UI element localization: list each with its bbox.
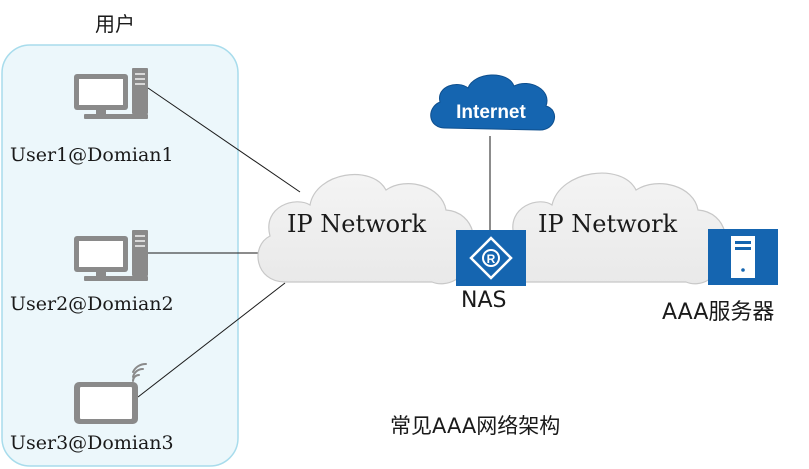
wireless-signal-icon <box>132 362 147 382</box>
aaa-server-label: AAA服务器 <box>662 300 775 325</box>
connection-lines <box>137 87 491 398</box>
user1-account-label: User1@Domian1 <box>10 144 174 166</box>
right-network-label: IP Network <box>538 210 678 238</box>
user3-account-label: User3@Domian3 <box>10 432 174 454</box>
diagram-caption: 常见AAA网络架构 <box>390 414 561 438</box>
link-user1-network <box>147 87 301 193</box>
internet-cloud <box>430 74 555 131</box>
left-network-label: IP Network <box>287 210 427 238</box>
nas-label: NAS <box>461 288 507 313</box>
user3-tablet-icon <box>74 382 138 424</box>
router-icon: R <box>456 230 526 286</box>
user2-account-label: User2@Domian2 <box>10 293 174 315</box>
link-user3-network <box>137 282 286 398</box>
svg-text:R: R <box>487 252 496 266</box>
user-group-title: 用户 <box>95 12 135 36</box>
internet-label: Internet <box>456 102 526 123</box>
server-icon <box>708 229 778 285</box>
